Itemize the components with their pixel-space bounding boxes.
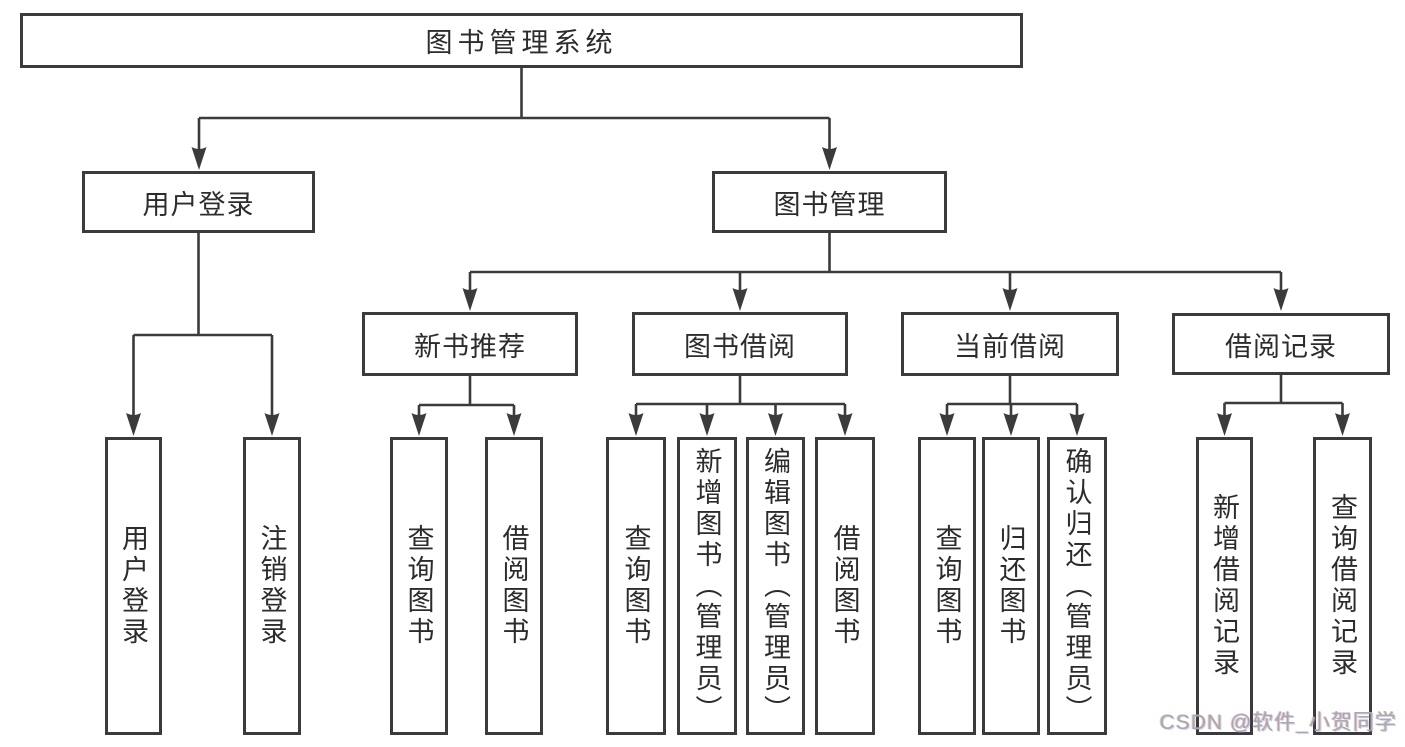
leaf-add-borrow-record: 新增借阅记录 [1196, 437, 1253, 735]
connector-borrow-records-to-leaves [1217, 375, 1350, 436]
arrowhead [837, 413, 853, 436]
leaf-query-book-recommend: 查询图书 [390, 437, 448, 735]
leaf-query-book-current: 查询图书 [918, 437, 976, 735]
connector-line [197, 68, 831, 150]
arrowhead [506, 413, 522, 436]
arrowhead [768, 413, 783, 436]
arrowhead [939, 413, 955, 436]
connector-line [1223, 375, 1344, 418]
node-current-borrow: 当前借阅 [901, 312, 1119, 376]
connector-book-borrow-to-leaves [628, 376, 853, 436]
connector-user-login-to-leaves [126, 233, 280, 436]
connector-current-borrow-to-leaves [939, 376, 1085, 436]
arrowhead [264, 413, 280, 436]
node-book-borrow: 图书借阅 [632, 312, 848, 376]
connector-book-mgmt-to-level3 [462, 233, 1289, 311]
connector-new-books-to-leaves [411, 376, 522, 436]
leaf-query-book-borrow: 查询图书 [606, 437, 666, 735]
leaf-return-book: 归还图书 [982, 437, 1040, 735]
leaf-borrow-book-recommend: 借阅图书 [485, 437, 543, 735]
connector-line [634, 376, 847, 418]
csdn-watermark: CSDN @软件_小贺同学 [1159, 711, 1397, 734]
leaf-confirm-return-admin: 确认归还（管理员） [1047, 437, 1107, 735]
arrowhead [732, 288, 748, 311]
arrowhead [191, 147, 207, 170]
connector-line [132, 233, 274, 416]
arrowhead [462, 288, 478, 311]
arrowhead [699, 413, 715, 436]
leaf-add-book-admin: 新增图书（管理员） [677, 437, 737, 735]
arrowhead [628, 413, 644, 436]
leaf-borrow-book: 借阅图书 [815, 437, 875, 735]
node-borrow-records: 借阅记录 [1172, 313, 1390, 375]
node-new-book-recommend: 新书推荐 [362, 312, 578, 376]
arrowhead [126, 413, 141, 436]
leaf-user-login: 用户登录 [105, 437, 162, 735]
arrowhead [1335, 413, 1350, 436]
node-user-login: 用户登录 [82, 171, 315, 233]
leaf-edit-book-admin: 编辑图书（管理员） [746, 437, 805, 735]
arrowhead [822, 147, 837, 170]
leaf-query-borrow-record: 查询借阅记录 [1313, 437, 1372, 735]
arrowhead [1273, 288, 1289, 311]
arrowhead [1002, 288, 1018, 311]
arrowhead [1069, 413, 1085, 436]
arrowhead [1003, 413, 1019, 436]
leaf-logout: 注销登录 [243, 437, 301, 735]
connector-line [945, 376, 1079, 418]
connector-line [417, 376, 516, 418]
arrowhead [1217, 413, 1232, 436]
arrowhead [411, 413, 427, 436]
node-book-management: 图书管理 [712, 171, 947, 233]
connector-root-to-level2 [191, 68, 837, 170]
node-library-system: 图书管理系统 [20, 13, 1023, 68]
connector-line [468, 233, 1283, 292]
